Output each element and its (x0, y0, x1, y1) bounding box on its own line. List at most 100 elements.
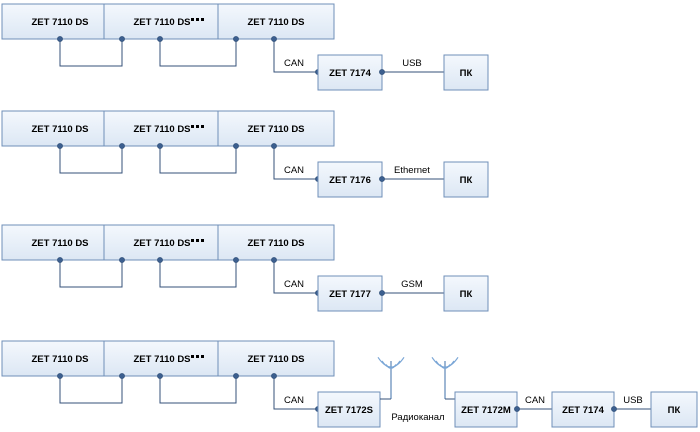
can-label: CAN (284, 165, 304, 176)
gateway-box-frame (317, 161, 383, 198)
sensor-box: ZET 7110 DS (1, 224, 119, 261)
receiver-box-label: ZET 7172M (461, 405, 511, 416)
gateway-box: ZET 7174 (317, 54, 383, 91)
connector-dot (271, 373, 277, 379)
connector-dot (57, 36, 63, 42)
pc-box-label: ПК (460, 68, 473, 79)
gateway-box-label: ZET 7174 (329, 68, 371, 79)
bus-wire (159, 376, 237, 404)
bus-wire (59, 146, 123, 174)
connector-dot (514, 406, 520, 412)
antenna-icon (431, 356, 459, 399)
pc-box-frame (443, 161, 489, 198)
sensor-box-label: ZET 7110 DS (31, 238, 88, 249)
connector-dot (157, 143, 163, 149)
connector-dot (611, 406, 617, 412)
connector-dot (57, 143, 63, 149)
sensor-box: ZET 7110 DS (1, 3, 119, 40)
sensor-box: ZET 7110 DS (217, 3, 335, 40)
sensor-box-label: ZET 7110 DS (247, 17, 304, 28)
connector-dot (157, 257, 163, 263)
pc-box-frame (650, 391, 698, 428)
can-label: CAN (284, 58, 304, 69)
connector-dot (379, 69, 385, 75)
ellipsis-icon (191, 18, 204, 21)
pc-box: ПК (650, 391, 698, 428)
sensor-box-label: ZET 7110 DS (133, 238, 190, 249)
connector-dot (57, 373, 63, 379)
connector-dot (157, 373, 163, 379)
bus-wire (59, 39, 123, 67)
pc-box: ПК (443, 54, 489, 91)
sensor-box-label: ZET 7110 DS (247, 238, 304, 249)
gateway-box-label: ZET 7177 (329, 289, 371, 300)
transmitter-box-frame (317, 391, 381, 428)
sensor-box-frame (1, 3, 119, 40)
sensor-box-frame (217, 110, 335, 147)
link-label: USB (623, 395, 643, 406)
sensor-box: ZET 7110 DS (217, 340, 335, 377)
chain-row-1: ZET 7110 DS ZET 7110 DS ZET 7110 DS CAN ZET … (1, 3, 489, 91)
link-label: GSM (401, 279, 423, 290)
bus-wire (159, 260, 237, 288)
sensor-box-label: ZET 7110 DS (133, 17, 190, 28)
sensor-box-frame (217, 3, 335, 40)
connector-dot (119, 143, 125, 149)
sensor-box: ZET 7110 DS (103, 340, 221, 377)
sensor-box-frame (217, 340, 335, 377)
pc-box-label: ПК (460, 289, 473, 300)
sensor-box: ZET 7110 DS (1, 340, 119, 377)
bus-wire (59, 376, 123, 404)
sensor-box-frame (103, 340, 221, 377)
link-label: USB (402, 58, 422, 69)
can-wire (273, 376, 318, 410)
connector-dot (119, 373, 125, 379)
connector-dot (233, 373, 239, 379)
sensor-box-frame (103, 3, 221, 40)
transmitter-box-label: ZET 7172S (325, 405, 373, 416)
sensor-box-label: ZET 7110 DS (31, 17, 88, 28)
sensor-box: ZET 7110 DS (217, 110, 335, 147)
sensor-box-frame (1, 110, 119, 147)
sensor-box: ZET 7110 DS (103, 110, 221, 147)
connector-dot (119, 257, 125, 263)
gateway-box-frame (317, 54, 383, 91)
connector-dot (233, 143, 239, 149)
bus-wire (159, 39, 237, 67)
connector-dot (157, 36, 163, 42)
bus-wire (59, 260, 123, 288)
antenna-icon (377, 356, 405, 399)
bus-wire (159, 146, 237, 174)
sensor-box: ZET 7110 DS (103, 3, 221, 40)
can-label: CAN (284, 395, 304, 406)
sensor-box-label: ZET 7110 DS (247, 354, 304, 365)
chain-row-3: ZET 7110 DS ZET 7110 DS ZET 7110 DS CAN ZET … (1, 224, 489, 312)
pc-box: ПК (443, 275, 489, 312)
sensor-box-frame (217, 224, 335, 261)
sensor-box-label: ZET 7110 DS (31, 124, 88, 135)
sensor-box-label: ZET 7110 DS (133, 124, 190, 135)
can-label: CAN (284, 279, 304, 290)
receiver-box: ZET 7172M (454, 391, 518, 428)
can-wire (273, 39, 318, 73)
pc-box-label: ПК (668, 405, 681, 416)
sensor-box-label: ZET 7110 DS (133, 354, 190, 365)
connector-dot (379, 290, 385, 296)
sensor-box-frame (103, 224, 221, 261)
can-label: CAN (525, 395, 545, 406)
gateway-box: ZET 7177 (317, 275, 383, 312)
can-wire (273, 146, 318, 180)
link-label: Ethernet (394, 165, 430, 176)
sensor-box: ZET 7110 DS (217, 224, 335, 261)
pc-box-frame (443, 275, 489, 312)
ellipsis-icon (191, 125, 204, 128)
connector-dot (271, 257, 277, 263)
gateway-box: ZET 7174 (551, 391, 615, 428)
ellipsis-icon (191, 355, 204, 358)
connector-dot (271, 36, 277, 42)
connector-dot (57, 257, 63, 263)
gateway-box-frame (317, 275, 383, 312)
sensor-box-label: ZET 7110 DS (247, 124, 304, 135)
